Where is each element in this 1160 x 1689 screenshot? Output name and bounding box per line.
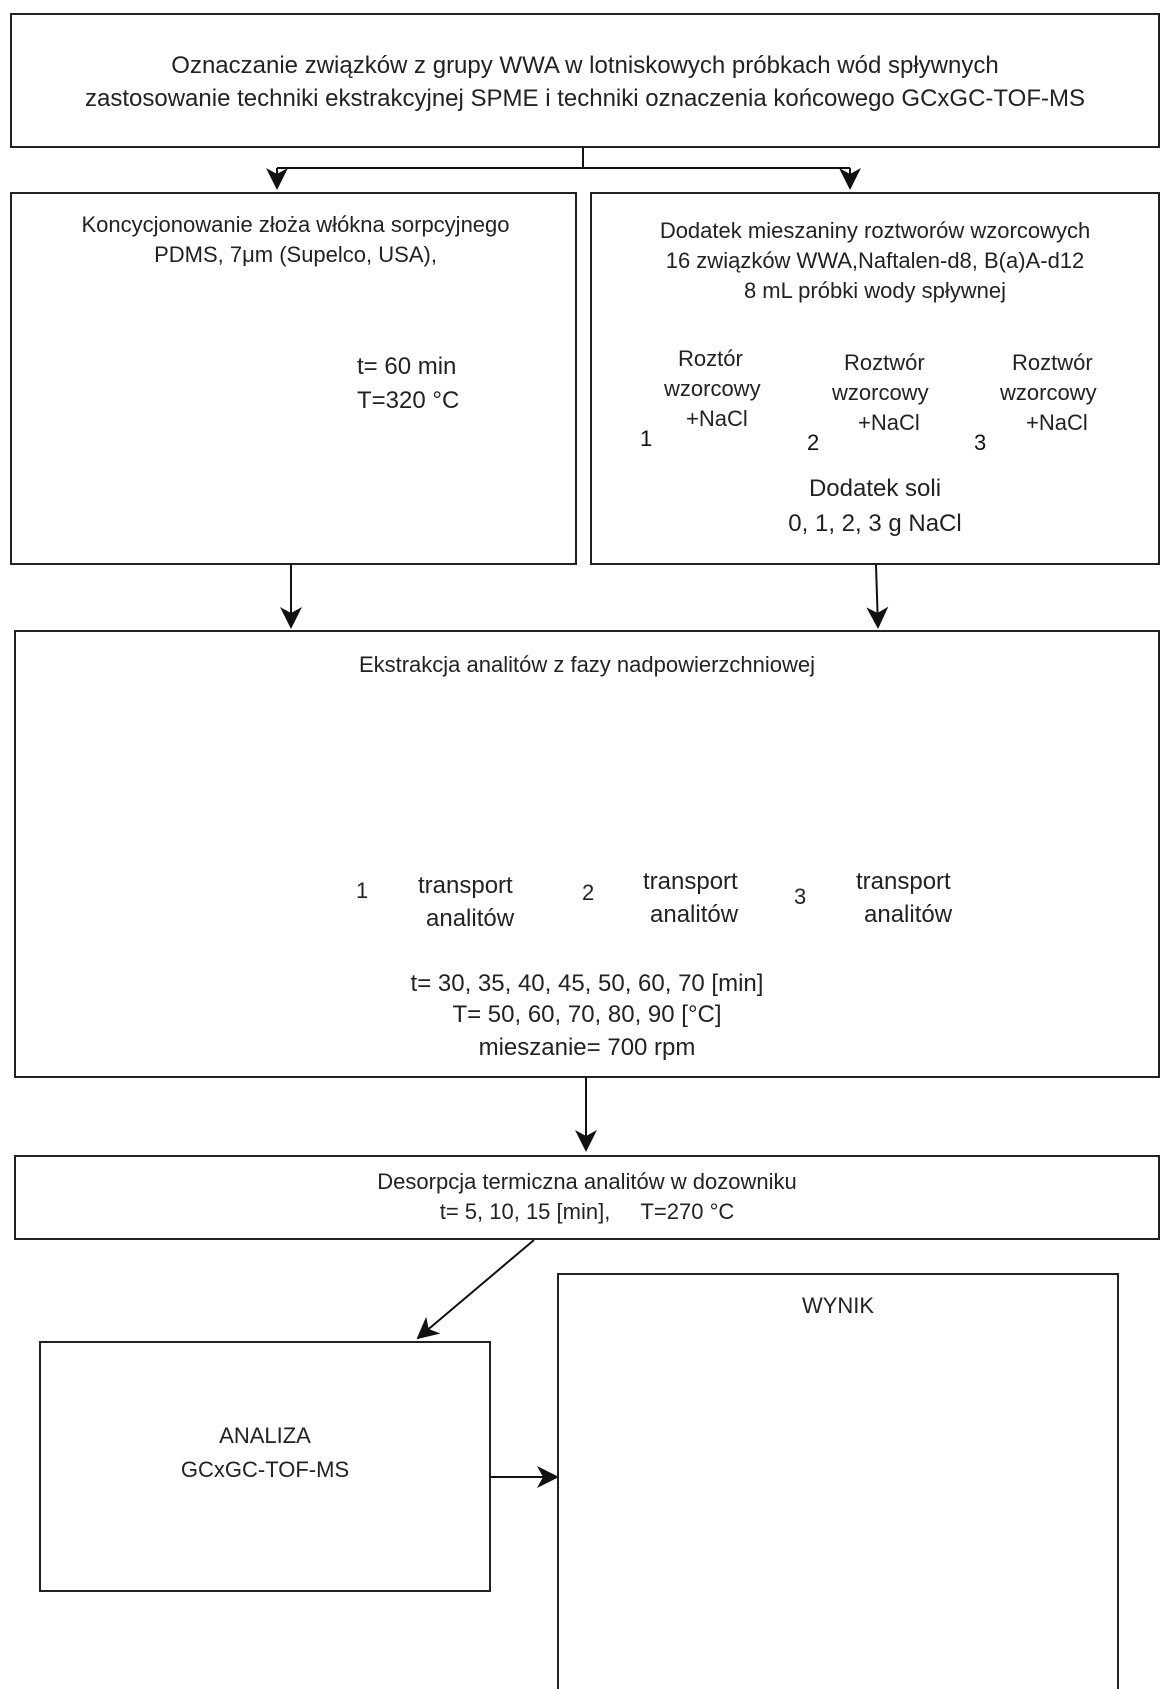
title-line-1: Oznaczanie związków z grupy WWA w lotnis… (171, 52, 999, 79)
extraction-vial-2-number: 2 (582, 880, 595, 905)
addition-line-2: 16 związków WWA,Naftalen-d8, B(a)A-d12 (665, 248, 1085, 273)
conditioning-line-2: PDMS, 7μm (Supelco, USA), (154, 242, 437, 267)
vial-3-number: 3 (974, 430, 987, 455)
addition-box: Dodatek mieszaniny roztworów wzorcowych … (590, 192, 1160, 565)
conditioning-time: t= 60 min (357, 353, 457, 380)
title-line-2: zastosowanie techniki ekstrakcyjnej SPME… (85, 85, 1085, 112)
vial-1-number: 1 (640, 426, 653, 451)
transport-label-1-line-1: transport (418, 872, 513, 899)
transport-label-3-line-2: analitów (864, 901, 953, 928)
desorption-line-1: Desorpcja termiczna analitów w dozowniku (377, 1169, 797, 1194)
extraction-title: Ekstrakcja analitów z fazy nadpowierzchn… (358, 652, 816, 677)
vial-2-label-line-3: +NaCl (858, 410, 920, 435)
extraction-vial-3-number: 3 (794, 884, 807, 909)
title-box: Oznaczanie związków z grupy WWA w lotnis… (10, 13, 1160, 148)
vial-1-label-line-3: +NaCl (686, 406, 748, 431)
split-arrow (266, 147, 861, 190)
vial-2-label-line-2: wzorcowy (832, 380, 929, 405)
extraction-stirring: mieszanie= 700 rpm (478, 1034, 696, 1061)
conditioning-temperature: T=320 °C (357, 387, 460, 414)
vial-2-label-line-1: Roztwór (844, 350, 925, 375)
conditioning-line-1: Koncycjonowanie złoża włókna sorpcyjnego (81, 212, 510, 237)
extraction-temperature: T= 50, 60, 70, 80, 90 [°C] (452, 1001, 722, 1028)
vial-1-label-line-1: Roztór (678, 346, 743, 371)
result-box: WYNIK (557, 1273, 1119, 1689)
arrow-desorption-to-analysis (416, 1239, 535, 1340)
conditioning-box: Koncycjonowanie złoża włókna sorpcyjnego… (10, 192, 577, 565)
analysis-line-1: ANALIZA (219, 1423, 311, 1448)
transport-label-2-line-2: analitów (650, 901, 739, 928)
extraction-box: Ekstrakcja analitów z fazy nadpowierzchn… (14, 630, 1160, 1078)
analysis-line-2: GCxGC-TOF-MS (180, 1457, 350, 1482)
result-title: WYNIK (801, 1293, 875, 1318)
arrow-addition-to-extraction (866, 564, 889, 629)
addition-line-3: 8 mL próbki wody spływnej (743, 278, 1007, 303)
extraction-vial-1-number: 1 (356, 878, 369, 903)
vial-3-label-line-1: Roztwór (1012, 350, 1093, 375)
addition-line-1: Dodatek mieszaniny roztworów wzorcowych (659, 218, 1091, 243)
vial-3-label-line-3: +NaCl (1026, 410, 1088, 435)
transport-label-2-line-1: transport (643, 868, 738, 895)
extraction-time: t= 30, 35, 40, 45, 50, 60, 70 [min] (410, 970, 764, 997)
desorption-line-2: t= 5, 10, 15 [min], T=270 °C (439, 1199, 735, 1224)
transport-label-1-line-2: analitów (426, 905, 515, 932)
salt-addition-title: Dodatek soli (808, 475, 942, 502)
salt-addition-values: 0, 1, 2, 3 g NaCl (788, 510, 962, 537)
vial-2-number: 2 (807, 430, 820, 455)
transport-label-3-line-1: transport (856, 868, 951, 895)
analysis-box: ANALIZA GCxGC-TOF-MS (39, 1341, 491, 1592)
vial-1-label-line-2: wzorcowy (664, 376, 761, 401)
vial-3-label-line-2: wzorcowy (1000, 380, 1097, 405)
desorption-box: Desorpcja termiczna analitów w dozowniku… (14, 1155, 1160, 1240)
